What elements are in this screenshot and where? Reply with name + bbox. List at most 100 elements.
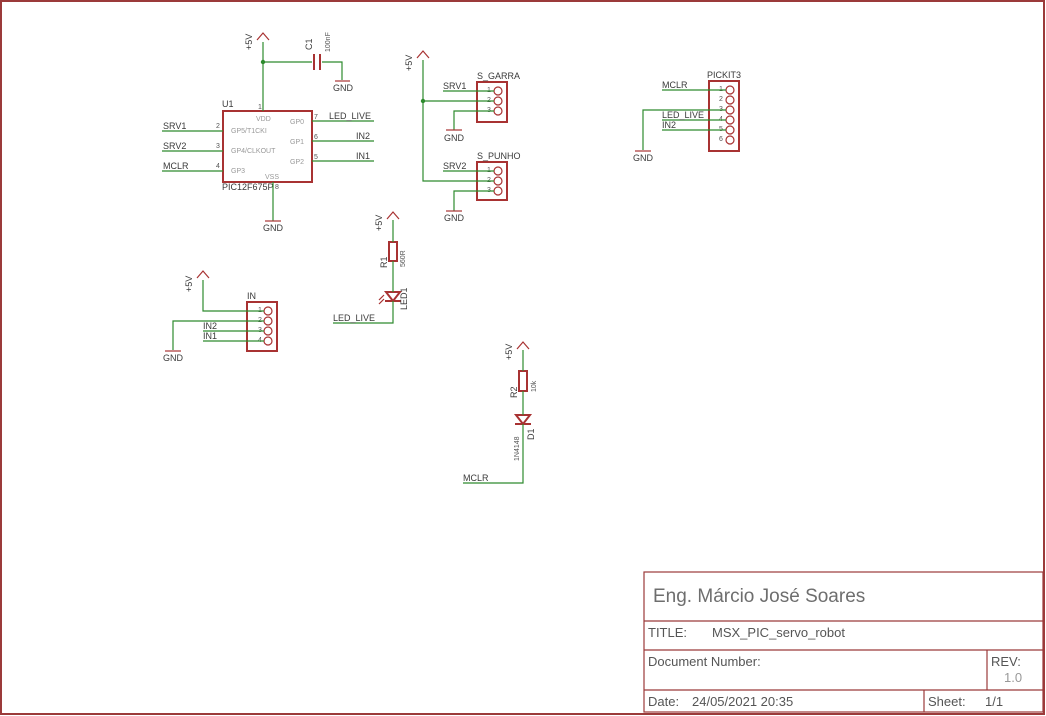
- gnd-label-in: GND: [163, 353, 184, 363]
- gnd-symbol-punho: GND: [444, 210, 465, 223]
- title-block-author: Eng. Márcio José Soares: [653, 586, 865, 607]
- u1-pin-vss-name: VSS: [265, 174, 279, 181]
- vcc-symbol-u1: +5V: [244, 32, 270, 50]
- title-block-rev-label: REV:: [991, 654, 1021, 669]
- d1-value: 1N4148: [514, 436, 521, 461]
- gnd-symbol-u1: GND: [263, 220, 284, 233]
- u1-pin-vdd-name: VDD: [256, 116, 271, 123]
- gnd-symbol-in: GND: [163, 350, 184, 363]
- r1-ref: R1: [379, 256, 389, 268]
- title-block-title-label: TITLE:: [648, 625, 687, 640]
- title-block-date-label: Date:: [648, 694, 679, 709]
- r2-d1-wires: [463, 350, 524, 484]
- pickit3-ref: PICKIT3: [707, 70, 741, 80]
- net-srv1-u1: SRV1: [163, 121, 186, 131]
- servo-wires: [420, 60, 494, 211]
- u1-pin-gp1-name: GP1: [290, 139, 304, 146]
- gnd-label-garra: GND: [444, 133, 465, 143]
- title-block: Eng. Márcio José Soares TITLE: MSX_PIC_s…: [643, 571, 1044, 713]
- s-garra-connector[interactable]: S_GARRA 1 2 3: [476, 71, 520, 123]
- vcc-symbol-r1: +5V: [374, 211, 400, 231]
- title-block-sheet-label: Sheet:: [928, 694, 966, 709]
- title-block-sheet: 1/1: [985, 694, 1003, 709]
- gnd-label-u1: GND: [263, 223, 284, 233]
- u1-body: [222, 110, 313, 183]
- pickit3-wires: [642, 89, 726, 150]
- u1-pin-4-num: 4: [216, 163, 220, 170]
- title-block-date: 24/05/2021 20:35: [692, 694, 793, 709]
- vcc-label-r1: +5V: [374, 215, 384, 231]
- s-garra-ref: S_GARRA: [477, 71, 520, 81]
- d1-ref: D1: [526, 428, 536, 440]
- led1-led[interactable]: LED1: [378, 287, 409, 310]
- u1-pin-gp5-name: GP5/T1CKI: [231, 128, 267, 135]
- vcc-symbol-in: +5V: [184, 270, 210, 292]
- title-block-title: MSX_PIC_servo_robot: [712, 625, 845, 640]
- s-punho-connector[interactable]: S_PUNHO 1 2 3: [476, 151, 521, 201]
- d1-diode[interactable]: D1 1N4148: [513, 414, 536, 461]
- net-in2-u1: IN2: [356, 131, 370, 141]
- title-block-rev: 1.0: [1004, 670, 1022, 685]
- net-srv2-punho: SRV2: [443, 161, 466, 171]
- gnd-symbol-pickit: GND: [633, 150, 654, 163]
- in-wires: [172, 280, 264, 350]
- u1-pin-7-num: 7: [314, 114, 318, 121]
- net-led-live-led: LED_LIVE: [333, 313, 375, 323]
- net-in2-conn: IN2: [203, 321, 217, 331]
- net-in1-u1: IN1: [356, 151, 370, 161]
- net-srv1-garra: SRV1: [443, 81, 466, 91]
- pickit3-pin-2: 2: [719, 96, 723, 103]
- gnd-label-pickit: GND: [633, 153, 654, 163]
- u1-pic12f675[interactable]: U1 PIC12F675P VDD VSS GP5/T1CKI GP4/CLKO…: [216, 99, 318, 192]
- vcc-label-u1: +5V: [244, 34, 254, 50]
- title-block-doc-number-label: Document Number:: [648, 654, 761, 669]
- net-led-live-pickit: LED_LIVE: [662, 110, 704, 120]
- vcc-symbol-servo: +5V: [404, 50, 430, 71]
- u1-pin-gp0-name: GP0: [290, 119, 304, 126]
- r2-body: [518, 370, 528, 392]
- u1-wires: [162, 42, 374, 221]
- gnd-label-punho: GND: [444, 213, 465, 223]
- net-led-live-u1: LED_LIVE: [329, 111, 371, 121]
- net-mclr-d1: MCLR: [463, 473, 489, 483]
- net-srv2-u1: SRV2: [163, 141, 186, 151]
- u1-pin-2-num: 2: [216, 123, 220, 130]
- u1-pin-5-num: 5: [314, 154, 318, 161]
- r1-value: 560R: [400, 250, 407, 267]
- gnd-label-c1: GND: [333, 83, 354, 93]
- s-garra-body: [476, 81, 508, 123]
- in-ref: IN: [247, 291, 256, 301]
- c1-capacitor[interactable]: C1 100nF: [304, 32, 332, 70]
- pickit3-body: [708, 80, 740, 152]
- u1-ref: U1: [222, 99, 234, 109]
- c1-value: 100nF: [325, 32, 332, 52]
- u1-part: PIC12F675P: [222, 182, 274, 192]
- gnd-symbol-garra: GND: [444, 129, 465, 143]
- vcc-label-in: +5V: [184, 276, 194, 292]
- gnd-symbol-c1: GND: [333, 80, 354, 93]
- vcc-label-r2: +5V: [504, 344, 514, 360]
- u1-pin-gp2-name: GP2: [290, 159, 304, 166]
- u1-pin-6-num: 6: [314, 134, 318, 141]
- net-mclr-u1: MCLR: [163, 161, 189, 171]
- net-in2-pickit: IN2: [662, 120, 676, 130]
- r2-value: 10k: [531, 380, 538, 392]
- net-mclr-pickit: MCLR: [662, 80, 688, 90]
- u1-pin-3-num: 3: [216, 143, 220, 150]
- in-body: [246, 301, 278, 352]
- u1-pin-gp3-name: GP3: [231, 168, 245, 175]
- vcc-symbol-r2: +5V: [504, 341, 530, 360]
- led1-ref: LED1: [399, 287, 409, 310]
- u1-pin-1-num: 1: [258, 104, 262, 111]
- s-punho-ref: S_PUNHO: [477, 151, 521, 161]
- r2-ref: R2: [509, 386, 519, 398]
- u1-pin-gp4-name: GP4/CLKOUT: [231, 148, 276, 155]
- pickit3-pin-6: 6: [719, 136, 723, 143]
- net-in1-conn: IN1: [203, 331, 217, 341]
- c1-ref: C1: [304, 38, 314, 50]
- r1-body: [388, 241, 398, 262]
- u1-pin-8-num: 8: [275, 184, 279, 191]
- r1-led1-wires: [333, 220, 394, 324]
